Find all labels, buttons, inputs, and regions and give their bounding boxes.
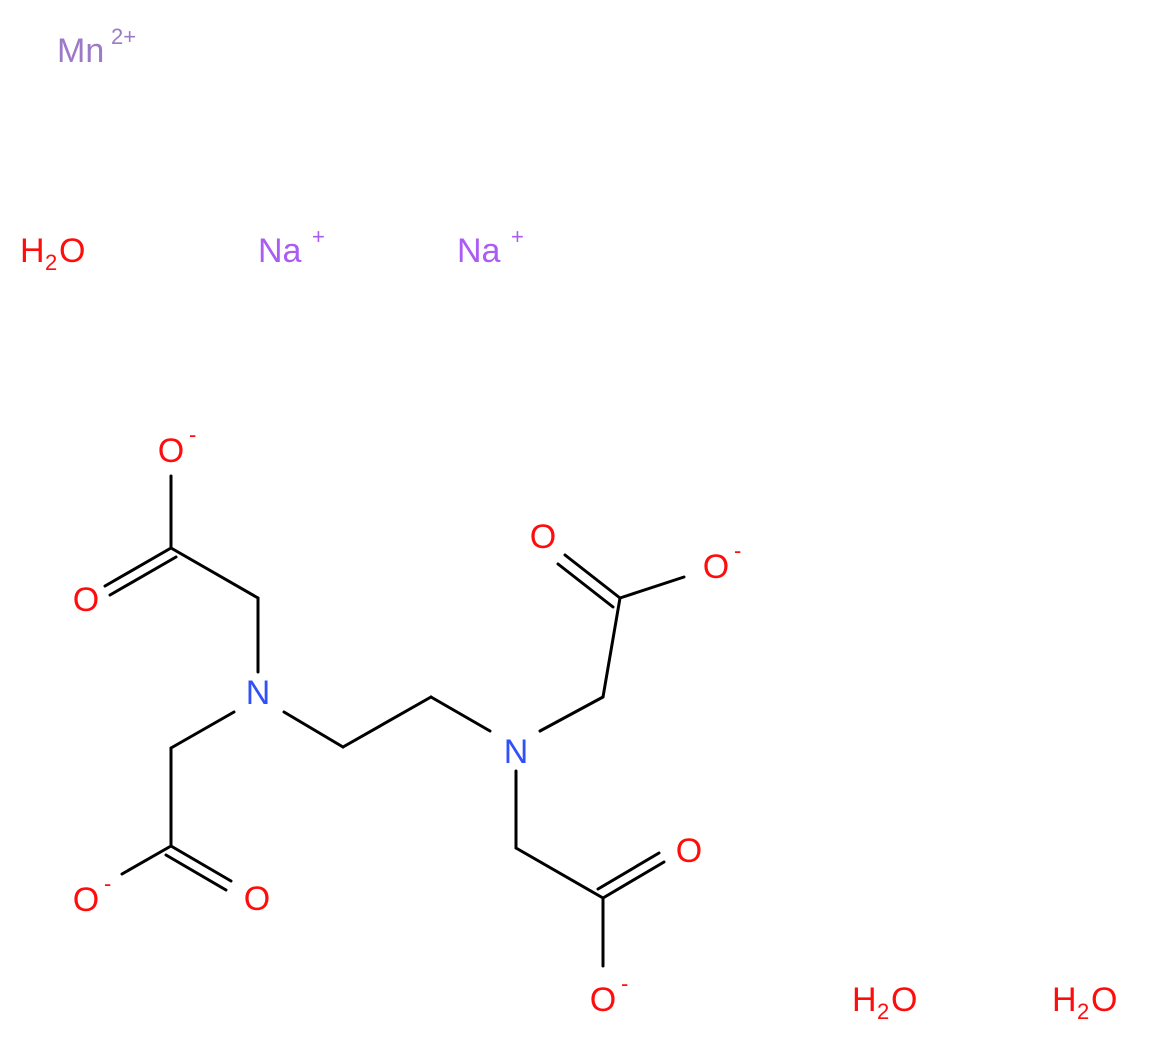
oxygen-bottom-left-carbonyl: O [244, 880, 270, 918]
bond-n1-ch2-lower [169, 710, 236, 750]
mn-charge: 2+ [111, 24, 136, 49]
water-3-o: O [1091, 981, 1117, 1019]
water-2-sub: 2 [877, 999, 889, 1024]
bond-c1-o-double-b [108, 555, 178, 597]
oxygen-bottom-left-anion: O [73, 881, 99, 919]
oxygen-top-anion: O [158, 432, 184, 470]
oxygen-top-anion-charge: - [189, 422, 196, 447]
bond-c4-o-double-b [596, 851, 661, 891]
bond-c3-o-anion [120, 844, 173, 876]
oxygen-bottom-right-carbonyl: O [676, 832, 702, 870]
manganese-ion: Mn 2+ [57, 24, 136, 70]
water-1: H 2 O [20, 232, 85, 275]
na1-charge: + [312, 224, 325, 249]
oxygen-bottom-right-anion: O [590, 981, 616, 1019]
oxygen-bottom-left-anion-charge: - [104, 871, 111, 896]
bond-c3-o-double-a [169, 844, 233, 883]
sodium-ion-1: Na + [258, 224, 325, 270]
bond-c1-o-double-a [103, 546, 173, 588]
water-3-h: H [1052, 981, 1077, 1019]
oxygen-right-top-carbonyl: O [530, 518, 556, 556]
water-3: H 2 O [1052, 981, 1117, 1024]
sodium-ion-2: Na + [457, 224, 524, 270]
bond-c2-o-anion [618, 575, 686, 600]
bond-c1-ch2 [169, 546, 260, 600]
water-1-o: O [59, 232, 85, 270]
bond-c4-o-double-a [601, 860, 666, 900]
na2-charge: + [511, 224, 524, 249]
bond-c3-o-double-b [164, 853, 228, 892]
bond-c2-o-double-b [556, 562, 615, 609]
oxygen-left-carbonyl: O [73, 581, 99, 619]
oxygen-right-top-anion-charge: - [734, 538, 741, 563]
oxygen-right-top-anion: O [703, 548, 729, 586]
na2-symbol: Na [457, 232, 501, 270]
bonds [103, 474, 686, 968]
water-2-h: H [852, 981, 877, 1019]
bond-n1-ch2-bridge [282, 710, 345, 749]
water-1-sub: 2 [45, 250, 57, 275]
bond-bridge-cc [341, 695, 433, 749]
nitrogen-atom-1: N [246, 674, 271, 712]
water-3-sub: 2 [1077, 999, 1089, 1024]
bond-c2-o-double-a [563, 553, 622, 600]
bond-bridge-n2 [429, 695, 492, 733]
na1-symbol: Na [258, 232, 302, 270]
water-2: H 2 O [852, 981, 917, 1024]
water-1-h: H [20, 232, 45, 270]
oxygen-bottom-right-anion-charge: - [621, 971, 628, 996]
bond-n2-ch2-upper [538, 695, 605, 733]
nitrogen-atom-2: N [504, 733, 529, 771]
water-2-o: O [891, 981, 917, 1019]
bond-ch2-c4 [514, 846, 605, 900]
mn-symbol: Mn [57, 32, 104, 70]
bond-ch2-c2 [601, 596, 622, 699]
